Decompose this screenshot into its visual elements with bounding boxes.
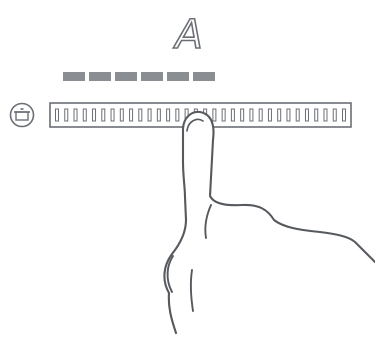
level-indicator-bar [115,72,137,81]
level-indicator [63,72,215,81]
finger-touch-icon [164,112,375,333]
level-indicator-bar [89,72,111,81]
level-indicator-bar [63,72,85,81]
level-indicator-bar [193,72,215,81]
pot-icon [11,104,34,127]
power-level-display: A [172,12,202,58]
level-indicator-bar [141,72,163,81]
level-indicator-bar [167,72,189,81]
power-level-readout: A [172,12,202,58]
